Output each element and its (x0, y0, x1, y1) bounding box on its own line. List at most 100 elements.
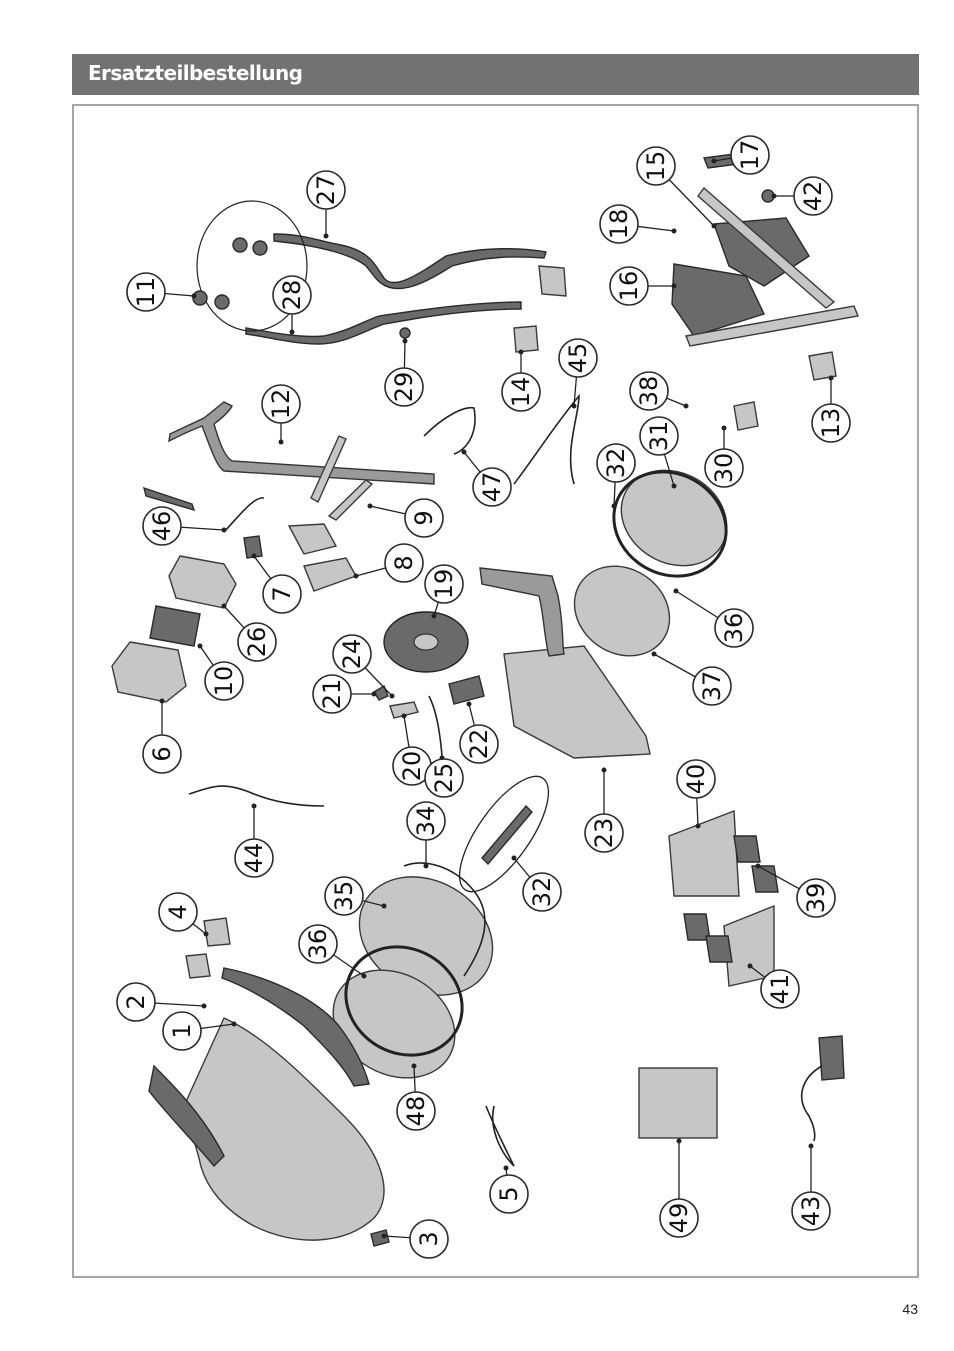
callout-circle (692, 666, 732, 706)
leader-tip (651, 651, 657, 657)
page-number: 43 (902, 1301, 918, 1317)
callout-8: 8 (384, 543, 424, 583)
leader-tip (201, 1003, 207, 1009)
callout-3: 3 (409, 1219, 449, 1259)
leader-tip (711, 223, 717, 229)
callout-circle (332, 634, 372, 674)
callout-number: 32 (528, 877, 556, 908)
callout-24: 24 (332, 634, 372, 674)
callout-15: 15 (636, 146, 676, 186)
section-header: Ersatzteilbestellung (72, 54, 919, 95)
part-belt-32 (612, 470, 728, 578)
callout-circle (424, 758, 464, 798)
callout-35: 35 (324, 876, 364, 916)
leader-tip (673, 588, 679, 594)
callout-number: 36 (304, 929, 332, 960)
leader-tip (431, 613, 437, 619)
callout-number: 38 (635, 376, 663, 407)
callout-circle (409, 1219, 449, 1259)
callout-19: 19 (424, 564, 464, 604)
callout-number: 17 (736, 140, 764, 171)
callout-41: 41 (760, 969, 800, 1009)
part-flywheel-37 (573, 565, 671, 657)
part-handlebar-27 (273, 233, 547, 290)
callout-number: 47 (478, 472, 506, 503)
callout-circle (234, 838, 274, 878)
leader-tip (571, 403, 577, 409)
leader-tip (511, 855, 517, 861)
callout-31: 31 (639, 416, 679, 456)
callout-11: 11 (126, 272, 166, 312)
callout-48: 48 (396, 1091, 436, 1131)
leader-tip (159, 698, 165, 704)
callout-44: 44 (234, 838, 274, 878)
callout-number: 28 (278, 280, 306, 311)
part-39 (705, 935, 733, 963)
callout-number: 46 (148, 511, 176, 542)
callout-circle (636, 146, 676, 186)
callout-circle (142, 734, 182, 774)
callout-circle (384, 543, 424, 583)
part-grip (143, 486, 196, 512)
callout-number: 23 (590, 818, 618, 849)
callout-circle (791, 1191, 831, 1231)
callout-49: 49 (659, 1198, 699, 1238)
leader-tip (503, 1165, 509, 1171)
part-bracket-8b (303, 557, 358, 592)
callout-number: 44 (240, 843, 268, 874)
callout-circle (459, 724, 499, 764)
callout-number: 4 (164, 904, 192, 919)
callout-number: 45 (564, 343, 592, 374)
callout-circle (704, 448, 744, 488)
leader-tip (361, 973, 367, 979)
callout-number: 18 (605, 209, 633, 240)
callout-number: 3 (415, 1231, 443, 1246)
callout-21: 21 (312, 674, 352, 714)
part-belt-36 (344, 945, 464, 1057)
leader-tip (671, 283, 677, 289)
leader-tip (423, 863, 429, 869)
callout-number: 24 (338, 639, 366, 670)
callout-circle (714, 608, 754, 648)
part-console-26 (168, 555, 237, 609)
callout-number: 26 (243, 627, 271, 658)
callout-circle (584, 813, 624, 853)
part-rail (685, 305, 859, 347)
leader-tip (381, 1233, 387, 1239)
leader-tip (747, 963, 753, 969)
callout-circle (262, 574, 302, 614)
callout-circle (306, 170, 346, 210)
part-3 (370, 1229, 390, 1247)
callout-number: 19 (430, 569, 458, 600)
callout-9: 9 (404, 498, 444, 538)
callout-6: 6 (142, 734, 182, 774)
part-cover-2 (221, 967, 370, 1087)
callout-26: 26 (237, 622, 277, 662)
callout-circle (522, 872, 562, 912)
callout-25: 25 (424, 758, 464, 798)
callout-12: 12 (261, 384, 301, 424)
leader-tip (251, 553, 257, 559)
callout-number: 10 (210, 666, 238, 697)
callout-circle (489, 1174, 529, 1214)
leader-tip (371, 691, 377, 697)
callout-28: 28 (272, 275, 312, 315)
leader-tip (231, 1021, 237, 1027)
part-14 (513, 325, 539, 353)
leader-tip (671, 483, 677, 489)
part-wire-47 (423, 407, 476, 455)
callout-circle (599, 204, 639, 244)
callout-number: 49 (665, 1203, 693, 1234)
callout-circle (676, 759, 716, 799)
part-sensor-44 (188, 785, 325, 807)
callout-circle (406, 801, 446, 841)
callout-number: 25 (430, 763, 458, 794)
callout-circle (472, 467, 512, 507)
part-handle-frame-12 (168, 401, 435, 485)
part-main-frame (503, 645, 651, 759)
callout-circle (298, 924, 338, 964)
callout-46: 46 (142, 506, 182, 546)
callout-circle (501, 372, 541, 412)
callout-number: 2 (122, 994, 150, 1009)
part-adapter-cable (800, 1065, 823, 1142)
